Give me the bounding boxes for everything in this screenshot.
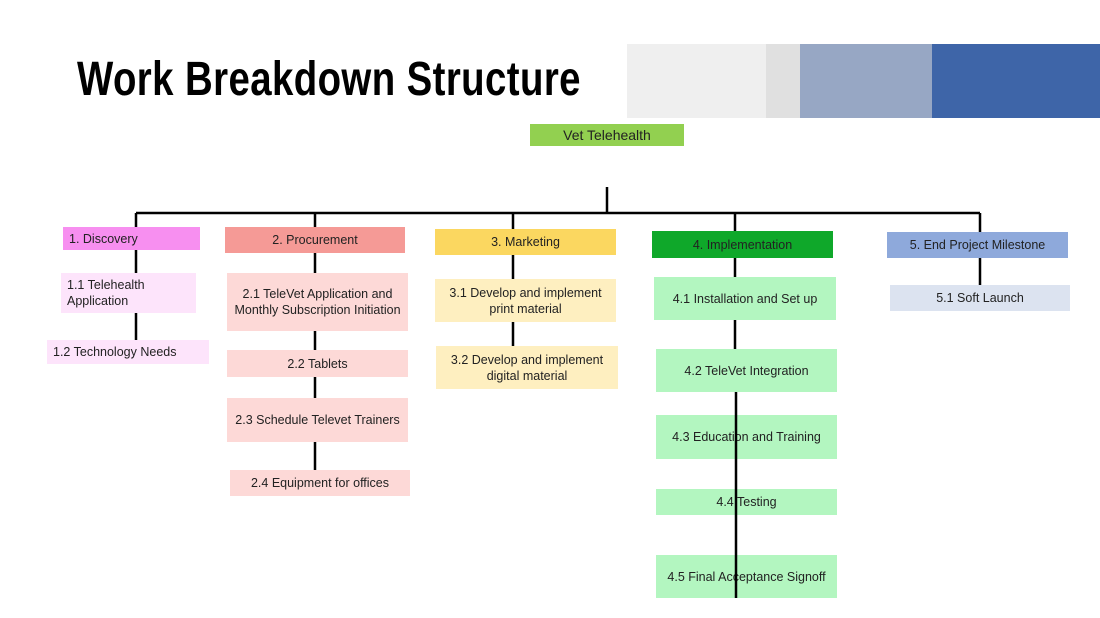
header-strip-1 xyxy=(627,44,766,118)
wbs-task-node: 4.5 Final Acceptance Signoff xyxy=(656,555,837,598)
header-strip-3 xyxy=(800,44,932,118)
header-strip-4 xyxy=(932,44,1100,118)
wbs-task-node: 2.4 Equipment for offices xyxy=(230,470,410,496)
wbs-branch-node: 1. Discovery xyxy=(63,227,200,250)
wbs-task-node: 4.3 Education and Training xyxy=(656,415,837,459)
wbs-branch-node: 2. Procurement xyxy=(225,227,405,253)
header-strip-2 xyxy=(766,44,800,118)
wbs-task-node: 3.2 Develop and implement digital materi… xyxy=(436,346,618,389)
wbs-task-node: 1.1 Telehealth Application xyxy=(61,273,196,313)
wbs-task-node: 4.4 Testing xyxy=(656,489,837,515)
wbs-branch-node: 3. Marketing xyxy=(435,229,616,255)
wbs-task-node: 3.1 Develop and implement print material xyxy=(435,279,616,322)
wbs-task-node: 2.3 Schedule Televet Trainers xyxy=(227,398,408,442)
slide-title: Work Breakdown Structure xyxy=(77,53,581,106)
wbs-task-node: 4.2 TeleVet Integration xyxy=(656,349,837,392)
wbs-task-node: 2.1 TeleVet Application and Monthly Subs… xyxy=(227,273,408,331)
wbs-branch-node: 4. Implementation xyxy=(652,231,833,258)
wbs-task-node: 1.2 Technology Needs xyxy=(47,340,209,364)
wbs-task-node: 5.1 Soft Launch xyxy=(890,285,1070,311)
wbs-task-node: 2.2 Tablets xyxy=(227,350,408,377)
wbs-branch-node: 5. End Project Milestone xyxy=(887,232,1068,258)
root-node: Vet Telehealth xyxy=(530,124,684,146)
wbs-task-node: 4.1 Installation and Set up xyxy=(654,277,836,320)
